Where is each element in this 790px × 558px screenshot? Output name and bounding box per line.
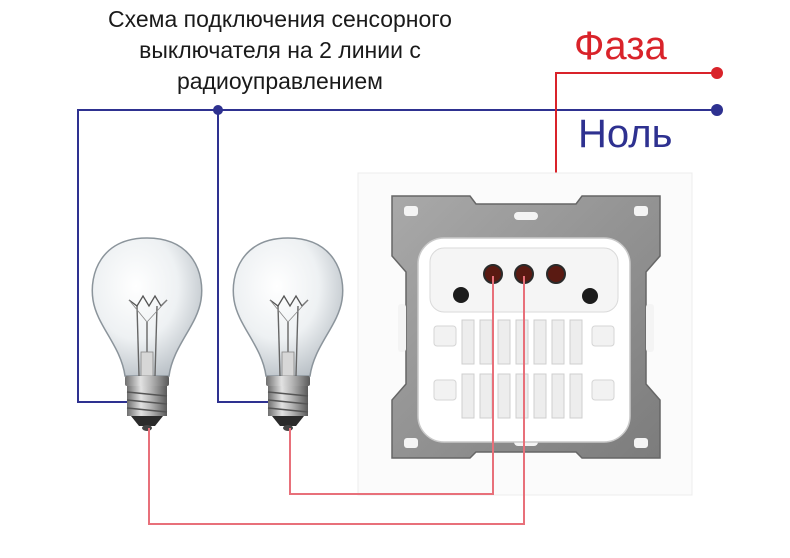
phase-terminal bbox=[711, 67, 723, 79]
neutral-terminal bbox=[711, 104, 723, 116]
switched-wires bbox=[148, 276, 525, 525]
title-line-3: радиоуправлением bbox=[177, 68, 383, 94]
title-line-2: выключателя на 2 линии с bbox=[139, 37, 421, 63]
neutral-junction bbox=[213, 105, 223, 115]
neutral-label: Ноль bbox=[578, 112, 673, 156]
phase-label: Фаза bbox=[574, 24, 667, 68]
neutral-wires bbox=[77, 109, 717, 403]
diagram-title: Схема подключения сенсорного выключателя… bbox=[60, 4, 500, 97]
title-line-1: Схема подключения сенсорного bbox=[108, 6, 452, 32]
